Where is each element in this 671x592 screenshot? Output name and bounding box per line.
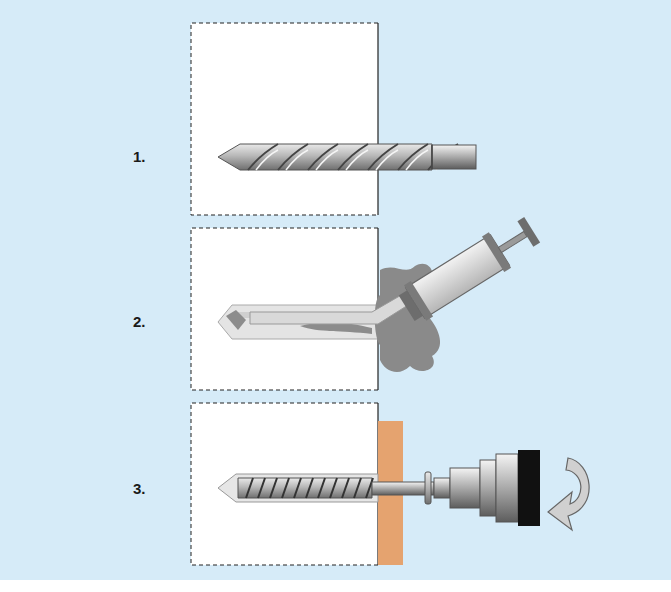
mortar-injection [218,212,543,372]
step-number: 2. [133,313,146,330]
wall-panel [191,403,378,565]
rotation-arrow [548,458,589,530]
wall-panel [191,23,378,215]
drill-bit [218,144,476,170]
step-number: 1. [133,148,146,165]
anchor-rod [218,421,589,565]
step-number: 3. [133,480,146,497]
wall-panel [191,228,378,390]
background [0,0,671,580]
